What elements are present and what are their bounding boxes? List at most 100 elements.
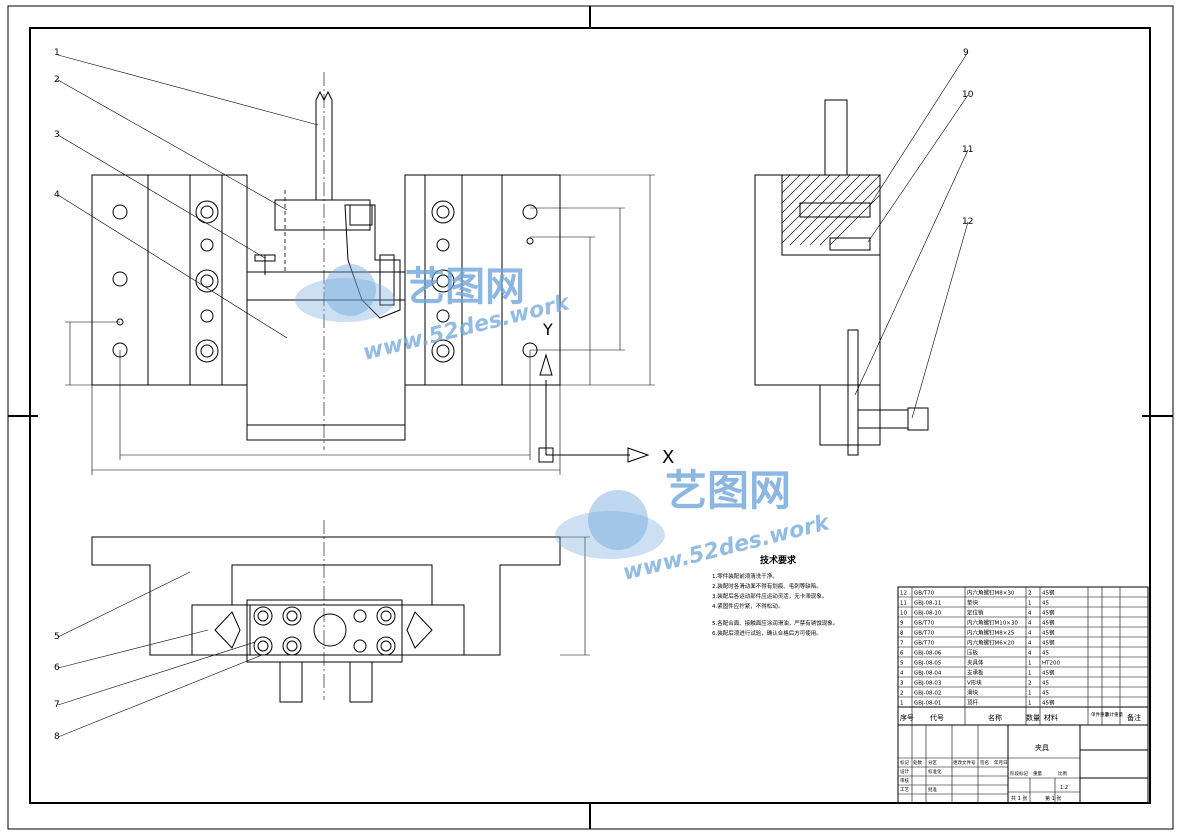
bom-cell: 1 — [1028, 671, 1032, 677]
bom-cell: 内六角螺钉M10×30 — [967, 619, 1018, 627]
svg-text:7: 7 — [54, 700, 60, 710]
svg-text:5.各配合面、接触面应涂润滑油，严禁有锈蚀现象。: 5.各配合面、接触面应涂润滑油，严禁有锈蚀现象。 — [712, 619, 838, 627]
bom-cell: 4 — [1028, 631, 1032, 637]
tech-requirements: 技术要求 1.零件装配前须清洗干净。 2.装配时各滑动面不得有划痕、毛刺等缺陷。… — [712, 554, 838, 637]
bom-cell: GB/T70 — [914, 621, 935, 627]
bom-cell: 2 — [1028, 681, 1032, 687]
svg-text:1: 1 — [54, 48, 60, 58]
svg-text:批准: 批准 — [928, 786, 937, 793]
bom-cell: 夹具体 — [967, 659, 984, 667]
svg-text:序号: 序号 — [900, 713, 914, 722]
bom-cell: 11 — [900, 601, 907, 607]
svg-text:分区: 分区 — [928, 759, 937, 766]
bom-cell: GBJ-08-11 — [914, 601, 941, 607]
bom-cell: 压板 — [967, 649, 979, 657]
bom-cell: 45钢 — [1042, 589, 1055, 597]
svg-text:5: 5 — [54, 632, 60, 642]
title-block: 夹具 1:2 共 1 张 第 1 张 标记 处数 分区 更改文件号 签名 年月日… — [897, 724, 1149, 804]
bom-cell: 定位销 — [967, 609, 984, 617]
bom-cell: 45钢 — [1042, 609, 1055, 617]
bom-cell: 45钢 — [1042, 619, 1055, 627]
bom-cell: 45 — [1042, 691, 1049, 697]
bom-cell: 4 — [900, 671, 904, 677]
bom-cell: 5 — [900, 661, 904, 667]
svg-text:阶段标记: 阶段标记 — [1010, 770, 1028, 777]
bom-cell: 3 — [900, 681, 904, 687]
svg-text:4: 4 — [54, 190, 60, 200]
centering-marks — [8, 6, 1173, 829]
svg-text:标准化: 标准化 — [928, 768, 942, 775]
svg-text:标记: 标记 — [900, 759, 909, 766]
front-view: Y X — [65, 72, 674, 475]
bom-cell: GBJ-08-02 — [914, 691, 941, 697]
bom-cell: 4 — [1028, 641, 1032, 647]
svg-text:3: 3 — [54, 130, 60, 140]
top-view — [91, 520, 590, 703]
bom-cell: 2 — [900, 691, 904, 697]
svg-text:材料: 材料 — [1044, 713, 1058, 722]
bom-cell: 45 — [1042, 651, 1049, 657]
bom-cell: 7 — [900, 641, 904, 647]
svg-text:名称: 名称 — [988, 713, 1002, 722]
axis-y-label: Y — [542, 320, 553, 339]
axis-x-label: X — [662, 447, 674, 468]
svg-text:比例: 比例 — [1058, 770, 1067, 777]
svg-text:设计: 设计 — [900, 768, 909, 775]
svg-text:审核: 审核 — [900, 777, 909, 784]
bom-cell: GBJ-08-10 — [914, 611, 942, 617]
bom-cell: 45钢 — [1042, 629, 1055, 637]
svg-text:更改文件号: 更改文件号 — [953, 759, 976, 766]
bom-cell: GB/T70 — [914, 591, 935, 597]
svg-text:11: 11 — [962, 145, 973, 155]
svg-text:3.装配后各运动部件应运动灵活，无卡滞现象。: 3.装配后各运动部件应运动灵活，无卡滞现象。 — [712, 592, 827, 600]
svg-text:年月日: 年月日 — [994, 759, 1008, 766]
bom-cell: GBJ-08-06 — [914, 651, 942, 657]
bom-cell: 4 — [1028, 611, 1032, 617]
bom-cell: 内六角螺钉M8×30 — [967, 589, 1015, 597]
bom-cell: 6 — [900, 651, 904, 657]
drawing-name: 夹具 — [1035, 743, 1049, 752]
svg-text:共 1 张: 共 1 张 — [1011, 795, 1027, 802]
svg-text:10: 10 — [962, 90, 974, 100]
bom-cell: 1 — [1028, 661, 1032, 667]
svg-text:第 1 张: 第 1 张 — [1045, 795, 1061, 802]
svg-text:9: 9 — [963, 48, 969, 58]
bom-cell: 8 — [900, 631, 904, 637]
bom-cell: 1 — [900, 701, 904, 707]
svg-text:8: 8 — [54, 732, 60, 742]
bom-cell: 支承板 — [967, 669, 984, 677]
bom-cell: GBJ-08-05 — [914, 661, 942, 667]
svg-text:6: 6 — [54, 663, 60, 673]
bom-cell: GB/T70 — [914, 641, 935, 647]
bom-cell: GBJ-08-03 — [914, 681, 942, 687]
bom-cell: 10 — [900, 611, 907, 617]
svg-text:2: 2 — [54, 75, 60, 85]
bom-cell: 滑块 — [967, 689, 979, 697]
bom-cell: 45钢 — [1042, 669, 1055, 677]
svg-text:1.零件装配前须清洗干净。: 1.零件装配前须清洗干净。 — [712, 572, 778, 580]
bom-cell: 内六角螺钉M6×20 — [967, 639, 1015, 647]
svg-text:总计重量: 总计重量 — [1105, 711, 1123, 718]
svg-text:备注: 备注 — [1127, 713, 1141, 722]
svg-text:6.装配后须进行试验，确认合格后方可使用。: 6.装配后须进行试验，确认合格后方可使用。 — [712, 629, 822, 637]
bom-cell: 内六角螺钉M8×25 — [967, 629, 1015, 637]
svg-text:单件重量: 单件重量 — [1091, 711, 1109, 718]
bom-cell: GB/T70 — [914, 631, 935, 637]
svg-text:艺图网: 艺图网 — [405, 264, 525, 310]
leader-numbers: 1 2 3 4 5 6 7 8 9 10 11 12 — [54, 48, 974, 742]
bom-cell: 1 — [1028, 601, 1032, 607]
svg-text:工艺: 工艺 — [900, 787, 909, 793]
outer-border — [7, 5, 1174, 830]
bom-cell: GBJ-08-04 — [914, 671, 942, 677]
watermark-center: 艺图网 www.52des.work — [555, 466, 833, 586]
svg-text:2.装配时各滑动面不得有划痕、毛刺等缺陷。: 2.装配时各滑动面不得有划痕、毛刺等缺陷。 — [712, 582, 822, 590]
bom-cell: HT200 — [1042, 661, 1060, 667]
bom-cell: 9 — [900, 621, 904, 627]
svg-text:4.紧固件应拧紧，不得松动。: 4.紧固件应拧紧，不得松动。 — [712, 602, 783, 610]
watermark-top: 艺图网 www.52des.work — [295, 264, 573, 366]
bom-cell: 垫块 — [967, 599, 979, 607]
bom-cell: V形块 — [967, 679, 982, 687]
bom-cell: 顶杆 — [967, 699, 979, 707]
